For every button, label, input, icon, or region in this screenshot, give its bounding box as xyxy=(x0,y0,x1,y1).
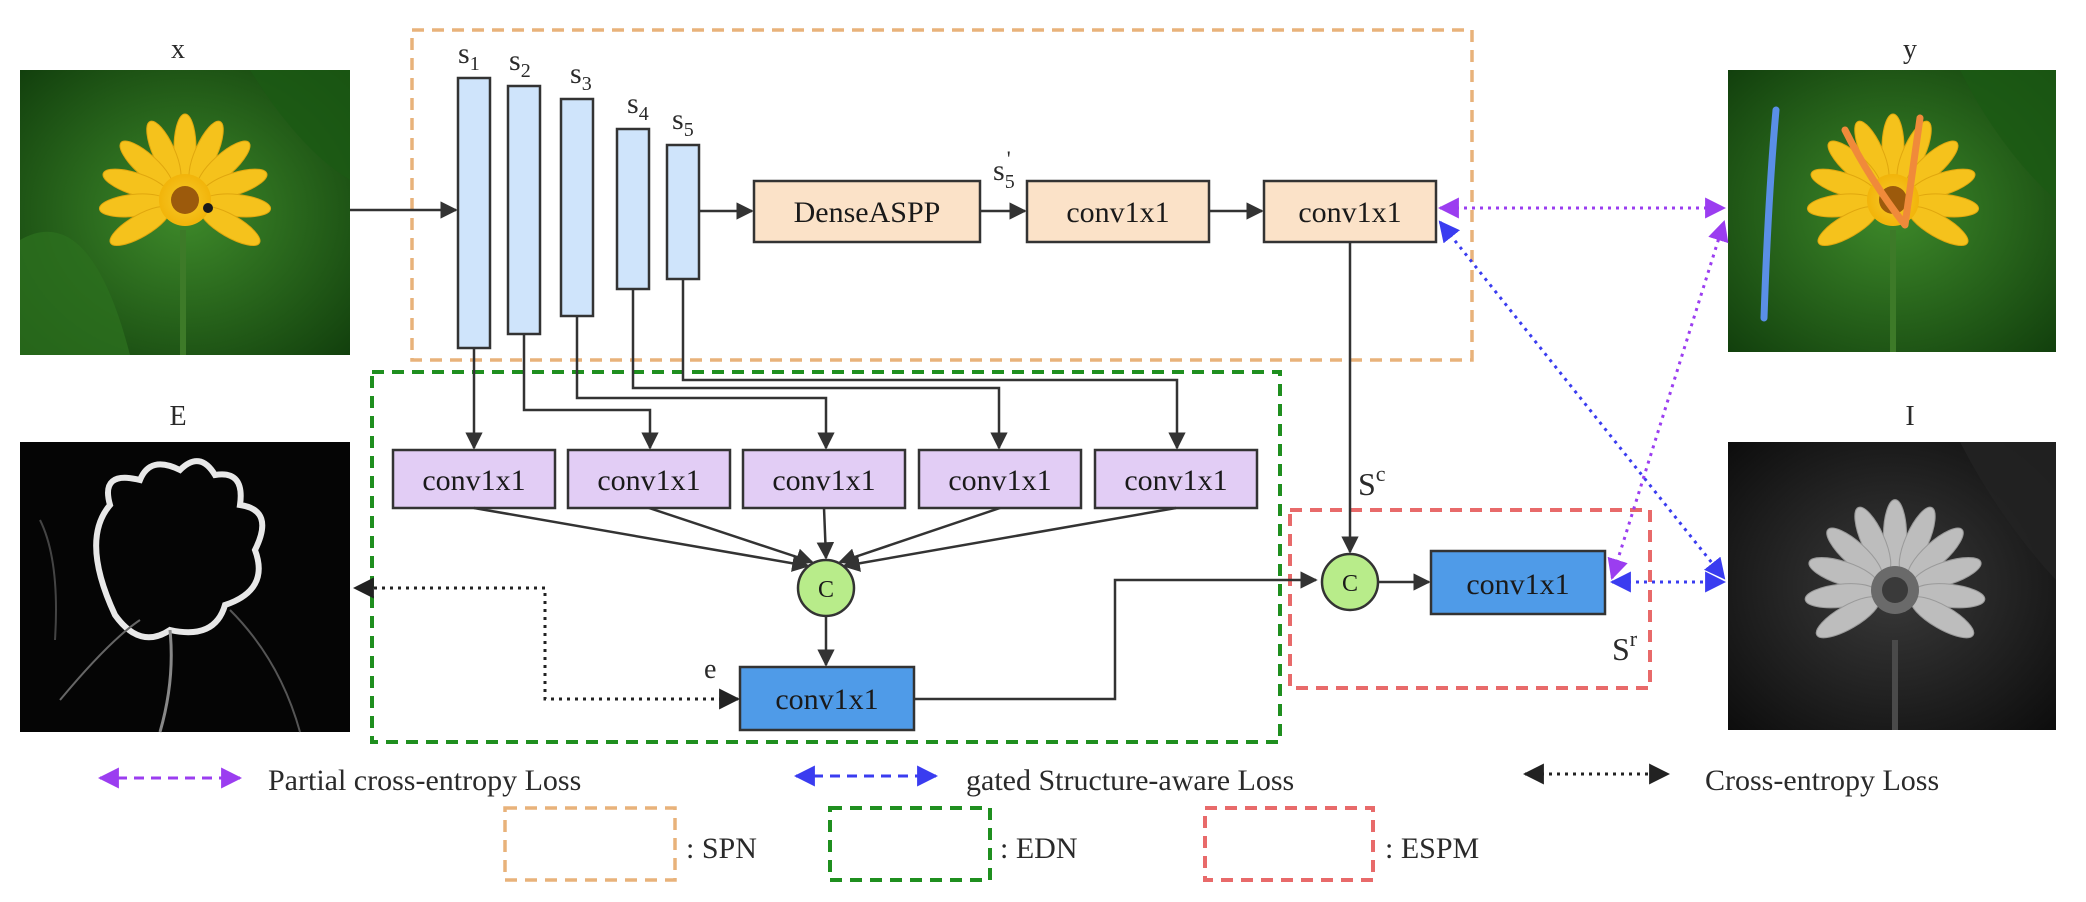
stage-s4-block xyxy=(615,127,651,291)
stage-to-edn-connectors xyxy=(465,279,1186,450)
foreground-scribble xyxy=(1841,114,1924,229)
spn-conv-b-label: conv1x1 xyxy=(1298,196,1401,229)
gated-sa-spn-to-i xyxy=(1438,220,1726,580)
e-label: e xyxy=(704,654,716,685)
stage-s1-label: s1 xyxy=(458,37,480,75)
edn-conv-4-label: conv1x1 xyxy=(948,464,1051,497)
spn-conv-a-label: conv1x1 xyxy=(1066,196,1169,229)
s5-prime-label: s5' xyxy=(993,146,1015,193)
edn-fusion-arrows xyxy=(473,506,1177,572)
edn-cross-entropy-path xyxy=(352,577,741,710)
image-i-label: I xyxy=(1905,401,1914,432)
stage-s2-label: s2 xyxy=(509,44,531,82)
legend-espm-text: : ESPM xyxy=(1385,832,1479,865)
edn-region xyxy=(370,370,1282,744)
stage-s5-block xyxy=(665,143,701,281)
edn-conv-5-box xyxy=(1093,448,1259,510)
stage-s5-label: s5 xyxy=(672,103,694,141)
image-x-label: x xyxy=(171,34,185,65)
edge-map-image xyxy=(20,442,350,733)
legend-partial-ce-text: Partial cross-entropy Loss xyxy=(268,764,581,797)
stage-s3-block xyxy=(559,97,595,318)
edn-concat-label: C xyxy=(818,577,834,603)
denseaspp-box xyxy=(752,179,982,244)
legend-spn-swatch xyxy=(503,806,677,882)
legend-edn-text: : EDN xyxy=(1000,832,1078,865)
backbone-stages xyxy=(456,76,701,350)
image-e-label: E xyxy=(169,401,186,432)
partial-ce-espm-to-y xyxy=(1607,219,1729,581)
edn-conv-4-box xyxy=(917,448,1083,510)
denseaspp-label: DenseASPP xyxy=(794,196,941,229)
sr-label: Sr xyxy=(1612,626,1638,667)
flower-image-x xyxy=(20,70,350,355)
legend-espm-swatch xyxy=(1203,806,1375,882)
edn-conv-5-label: conv1x1 xyxy=(1124,464,1227,497)
edn-conv-out-label: conv1x1 xyxy=(775,683,878,716)
background-scribble xyxy=(1760,106,1780,322)
stage-s3-label: s3 xyxy=(570,57,592,95)
edn-conv-3-label: conv1x1 xyxy=(772,464,875,497)
stage-s4-label: s4 xyxy=(627,87,649,125)
legend: Partial cross-entropy Loss gated Structu… xyxy=(97,763,1939,882)
legend-spn-text: : SPN xyxy=(686,832,757,865)
edn-conv-1-label: conv1x1 xyxy=(422,464,525,497)
spn-region xyxy=(410,28,1474,362)
spn-conv-a-box xyxy=(1025,179,1211,244)
sc-label: Sc xyxy=(1358,461,1386,502)
edn-conv-out-box xyxy=(738,665,916,732)
espm-conv-label: conv1x1 xyxy=(1466,568,1569,601)
stage-s2-block xyxy=(506,84,542,336)
legend-edn-swatch xyxy=(828,806,992,882)
espm-concat-label: C xyxy=(1342,571,1358,597)
edn-conv-2-label: conv1x1 xyxy=(597,464,700,497)
image-y-label: y xyxy=(1903,34,1917,65)
grayscale-image xyxy=(1728,442,2056,730)
stage-s1-block xyxy=(456,76,492,350)
edn-conv-3-box xyxy=(741,448,907,510)
arrow-edn-to-espm-concat xyxy=(914,571,1318,701)
legend-ce-text: Cross-entropy Loss xyxy=(1705,764,1939,797)
edn-conv-2-box xyxy=(566,448,732,510)
spn-conv-b-box xyxy=(1262,179,1438,244)
flower-image-y xyxy=(1728,70,2056,352)
legend-gated-sa-text: gated Structure-aware Loss xyxy=(966,764,1294,797)
